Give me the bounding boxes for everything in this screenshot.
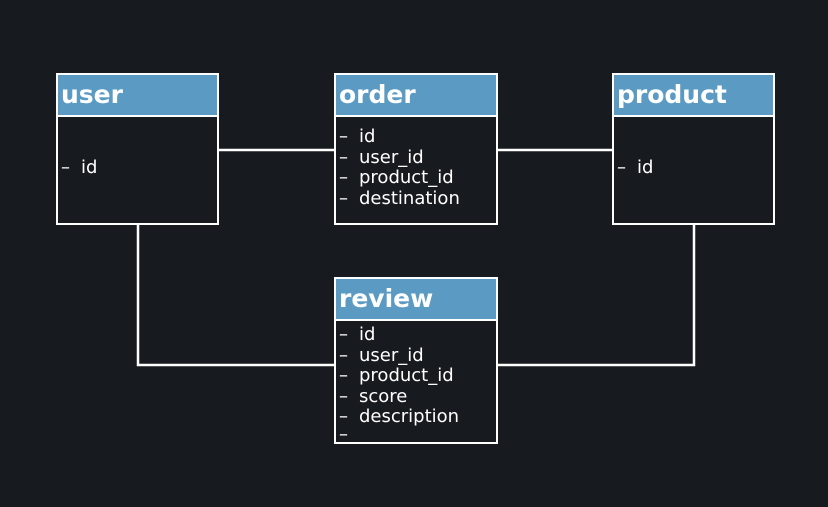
entity-review[interactable]: review –id –user_id –product_id –score –… (334, 277, 498, 444)
field-item: –destination (339, 187, 496, 210)
field-name: id (359, 324, 376, 345)
entity-order-title: order (336, 75, 496, 117)
field-bullet: – (339, 146, 348, 168)
entity-product-fields: –id (614, 117, 773, 179)
product-review-connector (498, 225, 696, 367)
field-bullet: – (617, 157, 626, 178)
field-item-partial: – (339, 428, 496, 436)
field-name: score (359, 385, 408, 407)
field-bullet: – (339, 428, 359, 436)
field-name: user_id (359, 146, 424, 168)
entity-order-fields: –id –user_id –product_id –destination (336, 117, 496, 209)
entity-review-fields: –id –user_id –product_id –score –descrip… (336, 321, 496, 436)
field-item: –id (61, 157, 217, 179)
entity-user[interactable]: user –id (56, 73, 219, 225)
field-bullet: – (339, 187, 348, 209)
field-name: id (359, 126, 376, 147)
field-name: destination (359, 187, 460, 209)
field-name: product_id (359, 365, 454, 386)
field-name: description (359, 406, 460, 427)
field-bullet: – (339, 365, 348, 386)
entity-product-title: product (614, 75, 773, 117)
field-name: product_id (359, 167, 454, 188)
field-bullet: – (339, 126, 348, 147)
field-item: –product_id (339, 167, 496, 189)
field-item: –id (339, 126, 496, 148)
entity-user-fields: –id (58, 117, 217, 179)
entity-order[interactable]: order –id –user_id –product_id –destinat… (334, 73, 498, 225)
entity-product[interactable]: product –id (612, 73, 775, 225)
field-bullet: – (339, 167, 348, 188)
field-item: –user_id (339, 146, 496, 169)
user-review-connector (136, 225, 334, 367)
field-item: –description (339, 406, 496, 428)
field-item: –score (339, 385, 496, 408)
field-bullet: – (339, 406, 348, 427)
entity-review-title: review (336, 279, 496, 321)
field-bullet: – (339, 344, 348, 366)
field-item: –id (339, 324, 496, 346)
field-item: –product_id (339, 365, 496, 387)
field-bullet: – (339, 385, 348, 407)
entity-user-title: user (58, 75, 217, 117)
field-item: –user_id (339, 344, 496, 367)
field-name: id (637, 157, 654, 178)
field-bullet: – (61, 157, 70, 178)
field-name: user_id (359, 344, 424, 366)
field-name: id (81, 157, 98, 178)
field-bullet: – (339, 324, 348, 345)
field-item: –id (617, 157, 773, 179)
